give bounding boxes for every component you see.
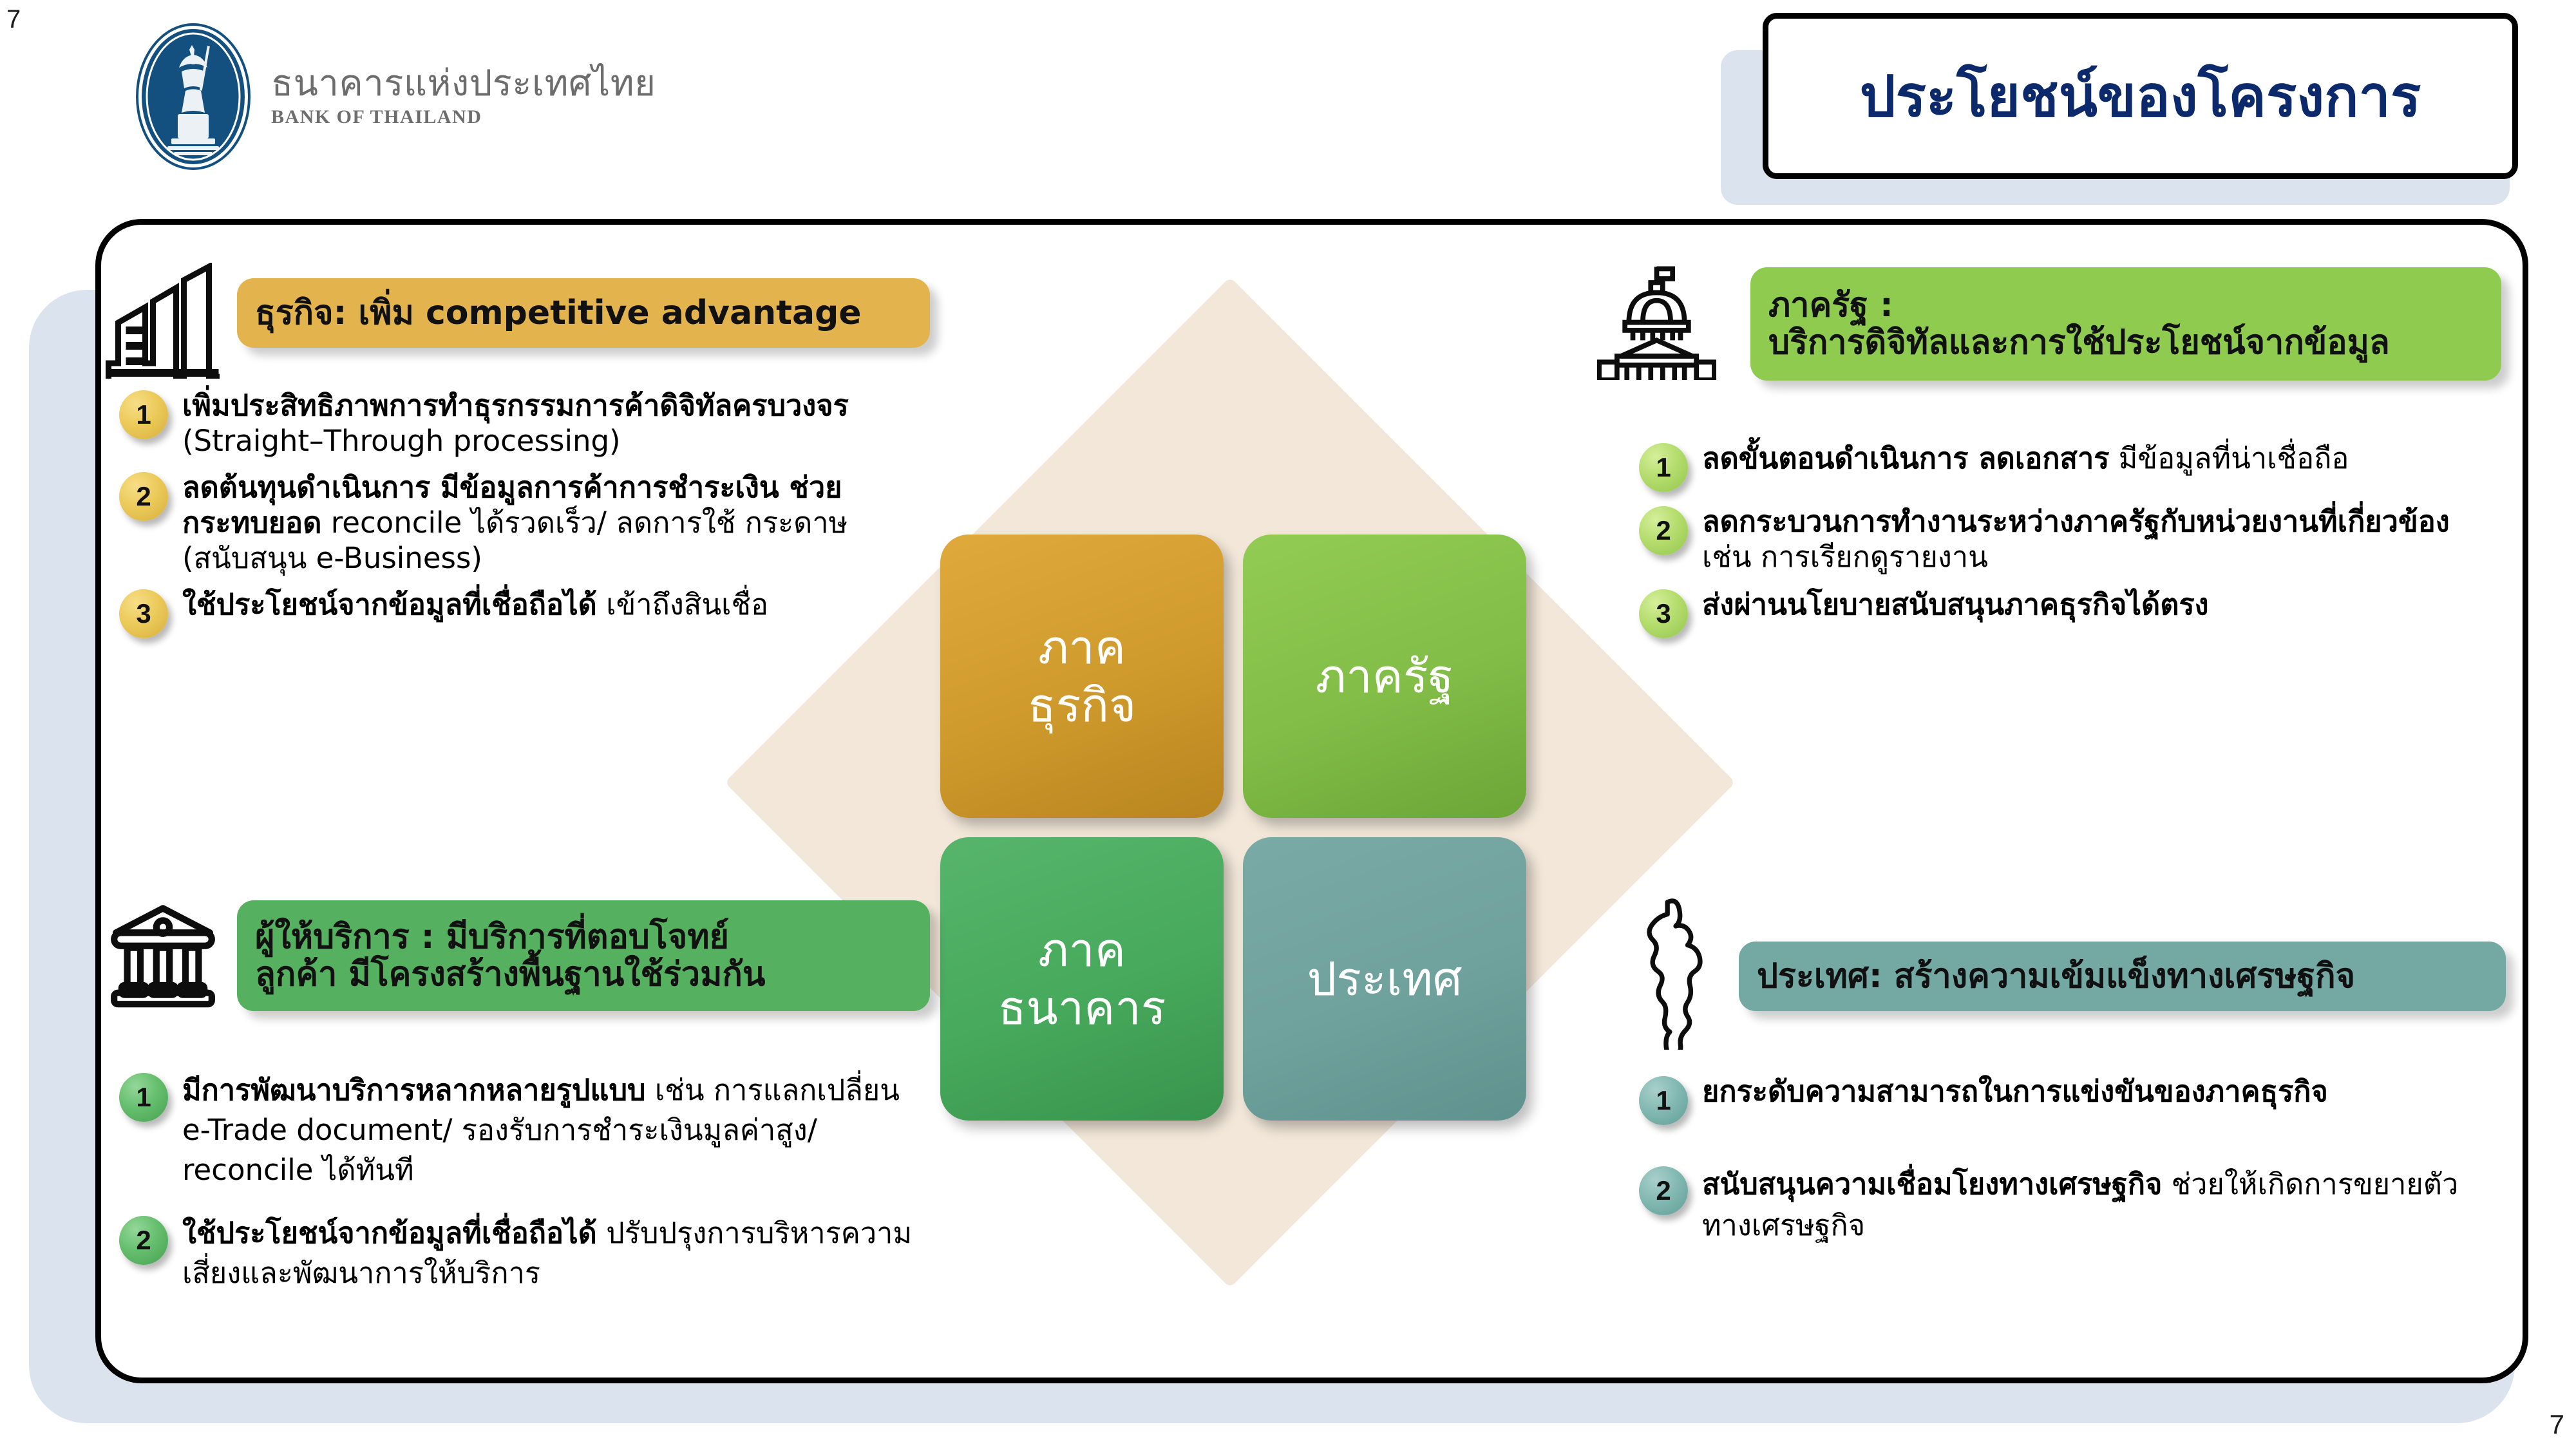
bullet-badge: 2 — [1639, 1166, 1688, 1215]
list-item: 1 ลดขั้นตอนดำเนินการ ลดเอกสาร มีข้อมูลที… — [1639, 439, 2489, 492]
quadrant-banking[interactable]: ภาคธนาคาร — [940, 837, 1224, 1121]
government-heading-label: ภาครัฐ :บริการดิจิทัลและการใช้ประโยชน์จา… — [1768, 285, 2390, 362]
bot-seal-icon — [138, 26, 248, 167]
bullet-text: ลดขั้นตอนดำเนินการ ลดเอกสาร มีข้อมูลที่น… — [1702, 441, 2349, 475]
bullet-text: สนับสนุนความเชื่อมโยงทางเศรษฐกิจ ช่วยให้… — [1702, 1167, 2459, 1242]
list-item: 3 ใช้ประโยชน์จากข้อมูลที่เชื่อถือได้ เข้… — [119, 585, 911, 638]
list-item: 2 ใช้ประโยชน์จากข้อมูลที่เชื่อถือได้ ปรั… — [119, 1212, 918, 1293]
bank-of-thailand-logo: ธนาคารแห่งประเทศไทย BANK OF THAILAND — [138, 26, 656, 167]
logo-thai-name: ธนาคารแห่งประเทศไทย — [271, 62, 656, 104]
bank-columns-icon — [105, 895, 221, 1008]
list-item: 2 ลดกระบวนการทำงานระหว่างภาครัฐกับหน่วยง… — [1639, 502, 2489, 575]
government-heading-pill: ภาครัฐ :บริการดิจิทัลและการใช้ประโยชน์จา… — [1750, 267, 2501, 381]
business-bullet-list: 1 เพิ่มประสิทธิภาพการทำธุรกรรมการค้าดิจิ… — [119, 386, 911, 647]
bullet-text: ใช้ประโยชน์จากข้อมูลที่เชื่อถือได้ เข้าถ… — [182, 587, 769, 621]
business-heading-pill: ธุรกิจ: เพิ่ม competitive advantage — [237, 278, 930, 348]
bullet-badge: 2 — [119, 471, 168, 521]
country-bullet-list: 1 ยกระดับความสามารถในการแข่งขันของภาคธุร… — [1639, 1072, 2489, 1255]
thailand-map-icon — [1636, 895, 1732, 1057]
bullet-badge: 3 — [1639, 589, 1688, 638]
quadrant-business-label: ภาคธุรกิจ — [1027, 620, 1137, 732]
quadrant-business[interactable]: ภาคธุรกิจ — [940, 535, 1224, 818]
bullet-text: เพิ่มประสิทธิภาพการทำธุรกรรมการค้าดิจิทั… — [182, 388, 849, 459]
quadrant-country[interactable]: ประเทศ — [1243, 837, 1526, 1121]
bullet-text: ส่งผ่านนโยบายสนับสนุนภาคธุรกิจได้ตรง — [1702, 587, 2209, 621]
bullet-badge: 3 — [119, 589, 168, 638]
bullet-badge: 2 — [1639, 506, 1688, 555]
capitol-building-icon — [1596, 261, 1717, 383]
bullet-text: มีการพัฒนาบริการหลากหลายรูปแบบ เช่น การแ… — [182, 1073, 900, 1188]
slide-title-box: ประโยชน์ของโครงการ — [1763, 13, 2518, 179]
list-item: 1 เพิ่มประสิทธิภาพการทำธุรกรรมการค้าดิจิ… — [119, 386, 911, 459]
page-number-top-left: 7 — [6, 5, 21, 33]
bullet-text: ลดกระบวนการทำงานระหว่างภาครัฐกับหน่วยงาน… — [1702, 504, 2450, 574]
list-item: 2 ลดต้นทุนดำเนินการ มีข้อมูลการค้าการชำร… — [119, 468, 911, 576]
bullet-badge: 1 — [1639, 443, 1688, 492]
bullet-badge: 1 — [1639, 1076, 1688, 1125]
page-number-bottom-right: 7 — [2549, 1409, 2564, 1439]
logo-text-block: ธนาคารแห่งประเทศไทย BANK OF THAILAND — [271, 62, 656, 129]
quadrant-government[interactable]: ภาครัฐ — [1243, 535, 1526, 818]
page-title: ประโยชน์ของโครงการ — [1859, 63, 2421, 129]
provider-heading-pill: ผู้ให้บริการ : มีบริการที่ตอบโจทย์ลูกค้า… — [237, 900, 930, 1011]
government-bullet-list: 1 ลดขั้นตอนดำเนินการ ลดเอกสาร มีข้อมูลที… — [1639, 439, 2489, 647]
provider-bullet-list: 1 มีการพัฒนาบริการหลากหลายรูปแบบ เช่น กา… — [119, 1069, 918, 1302]
bullet-badge: 1 — [119, 390, 168, 439]
list-item: 3 ส่งผ่านนโยบายสนับสนุนภาคธุรกิจได้ตรง — [1639, 585, 2489, 638]
list-item: 1 มีการพัฒนาบริการหลากหลายรูปแบบ เช่น กา… — [119, 1069, 918, 1190]
quadrant-government-label: ภาครัฐ — [1315, 649, 1454, 703]
bullet-text: ใช้ประโยชน์จากข้อมูลที่เชื่อถือได้ ปรับป… — [182, 1216, 913, 1291]
country-heading-label: ประเทศ: สร้างความเข้มแข็งทางเศรษฐกิจ — [1757, 956, 2356, 996]
provider-heading-label: ผู้ให้บริการ : มีบริการที่ตอบโจทย์ลูกค้า… — [255, 917, 766, 994]
bullet-text: ลดต้นทุนดำเนินการ มีข้อมูลการค้าการชำระเ… — [182, 469, 848, 576]
quadrant-country-label: ประเทศ — [1307, 952, 1463, 1006]
business-heading-label: ธุรกิจ: เพิ่ม competitive advantage — [255, 293, 862, 332]
quadrant-banking-label: ภาคธนาคาร — [998, 923, 1166, 1035]
bullet-badge: 2 — [119, 1216, 168, 1265]
bullet-badge: 1 — [119, 1073, 168, 1122]
list-item: 1 ยกระดับความสามารถในการแข่งขันของภาคธุร… — [1639, 1072, 2489, 1125]
office-buildings-icon — [103, 261, 222, 388]
logo-english-name: BANK OF THAILAND — [271, 106, 482, 128]
bullet-text: ยกระดับความสามารถในการแข่งขันของภาคธุรกิ… — [1702, 1074, 2328, 1108]
country-heading-pill: ประเทศ: สร้างความเข้มแข็งทางเศรษฐกิจ — [1739, 942, 2506, 1011]
list-item: 2 สนับสนุนความเชื่อมโยงทางเศรษฐกิจ ช่วยใ… — [1639, 1162, 2489, 1246]
